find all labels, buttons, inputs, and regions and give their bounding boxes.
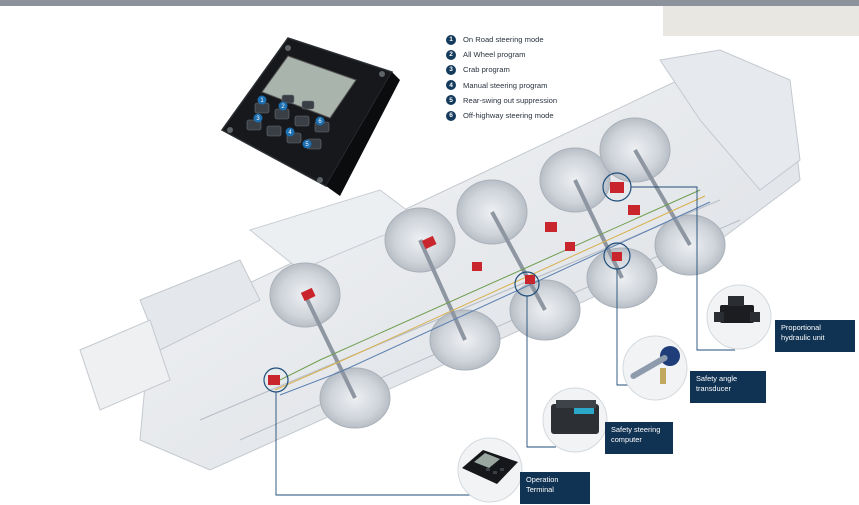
keypad-number: 4	[288, 130, 292, 136]
legend-badge: 1	[446, 34, 456, 45]
corner-photo-strip	[663, 6, 859, 36]
callout-line: computer	[611, 435, 642, 444]
safety-steering-computer-thumb	[542, 387, 608, 453]
legend-item: 4 Manual steering program	[446, 78, 557, 93]
callout-line: hydraulic unit	[781, 333, 825, 342]
keypad-number: 2	[281, 104, 285, 110]
keypad-number: 3	[256, 116, 260, 122]
callout-line: transducer	[696, 384, 731, 393]
proportional-hydraulic-unit-thumb	[706, 284, 772, 350]
callout-line: Terminal	[526, 485, 554, 494]
legend-badge: 6	[446, 110, 456, 121]
legend-item: 3 Crab program	[446, 62, 557, 77]
legend-label: Manual steering program	[463, 80, 548, 90]
safety-angle-transducer-thumb	[622, 335, 688, 401]
legend-label: Crab program	[463, 65, 510, 75]
legend-label: All Wheel program	[463, 50, 526, 60]
callout-line: Operation	[526, 475, 559, 484]
wheels	[269, 117, 726, 429]
keypad-number: 5	[305, 142, 309, 148]
callout-proportional-hydraulic-unit: Proportional hydraulic unit	[775, 320, 855, 352]
keypad-number: 1	[260, 98, 264, 104]
legend-badge: 4	[446, 80, 456, 91]
legend-label: Rear-swing out suppression	[463, 95, 558, 105]
keypad-number: 6	[318, 119, 322, 125]
control-panel-device	[220, 37, 400, 196]
legend-badge: 5	[446, 95, 456, 106]
callout-safety-angle-transducer: Safety angle transducer	[690, 371, 766, 403]
legend-badge: 3	[446, 64, 456, 75]
hydraulic-units	[268, 182, 640, 385]
operation-terminal-thumb	[457, 437, 523, 503]
top-bar	[0, 0, 859, 6]
legend-item: 5 Rear-swing out suppression	[446, 93, 557, 108]
legend-label: Off-highway steering mode	[463, 111, 554, 121]
callout-safety-steering-computer: Safety steering computer	[605, 422, 673, 454]
steering-mode-legend: 1 On Road steering mode 2 All Wheel prog…	[446, 32, 557, 123]
callout-line: Proportional	[781, 323, 821, 332]
control-panel-key-numbers: 1 2 3 4 5 6	[253, 95, 325, 149]
legend-badge: 2	[446, 49, 456, 60]
callout-line: Safety steering	[611, 425, 661, 434]
legend-label: On Road steering mode	[463, 35, 544, 45]
legend-item: 2 All Wheel program	[446, 47, 557, 62]
axles	[303, 148, 692, 399]
callout-operation-terminal: Operation Terminal	[520, 472, 590, 504]
control-panel-keypad	[246, 94, 330, 150]
legend-item: 6 Off-highway steering mode	[446, 108, 557, 123]
legend-item: 1 On Road steering mode	[446, 32, 557, 47]
callout-line: Safety angle	[696, 374, 738, 383]
